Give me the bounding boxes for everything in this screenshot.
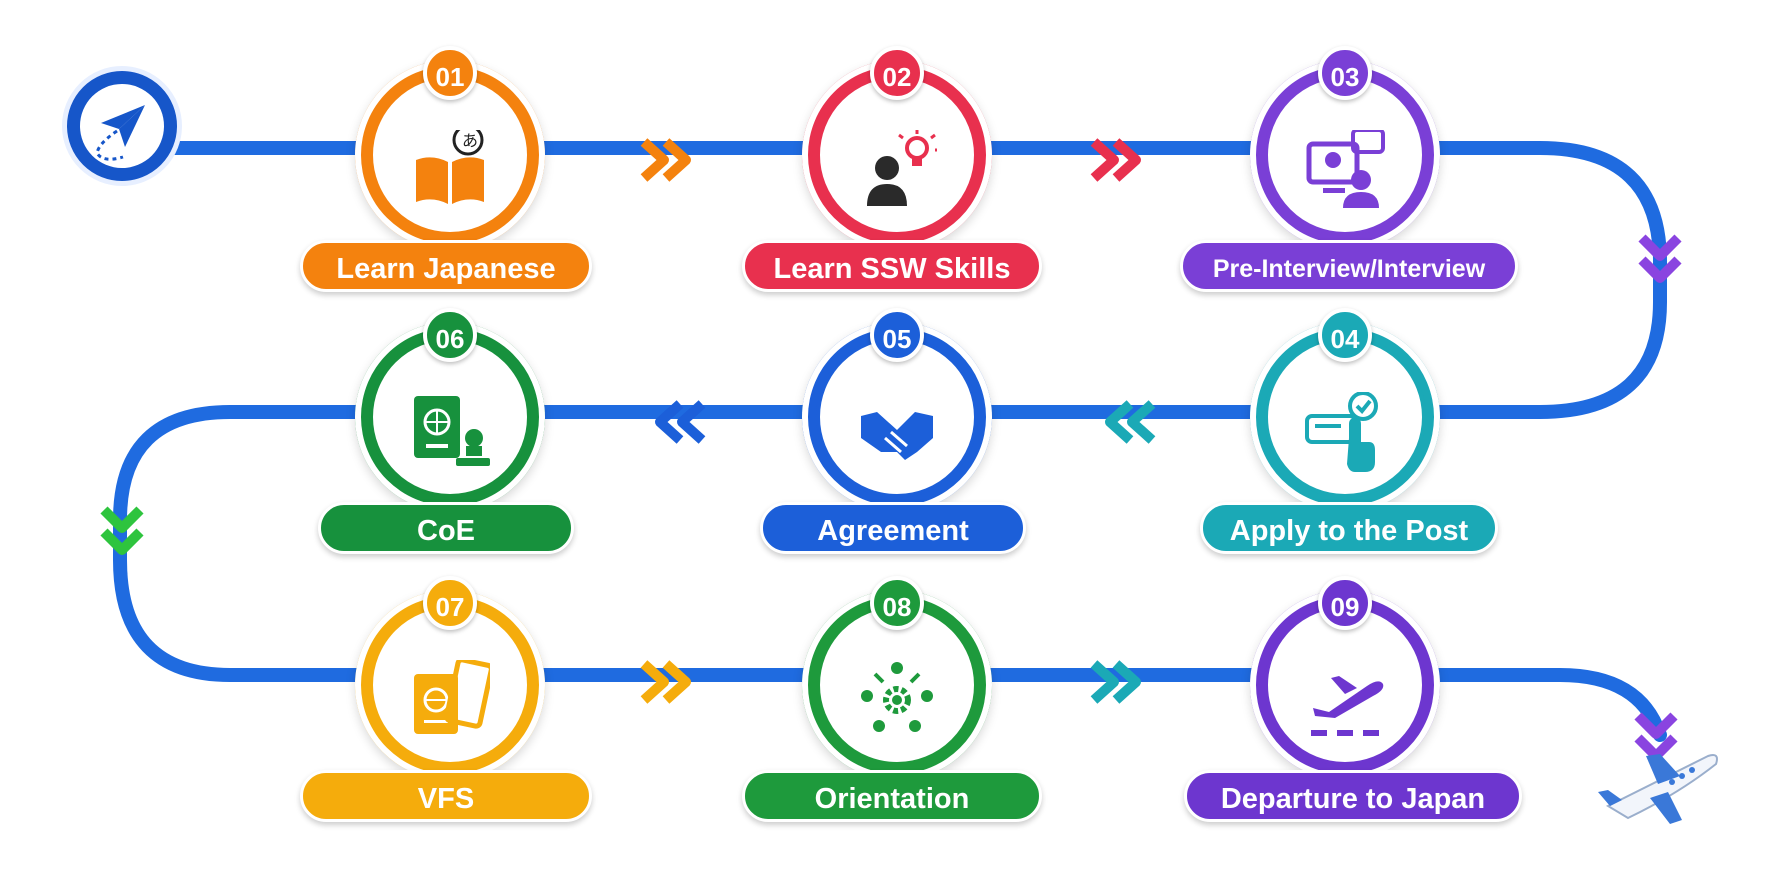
step-circle <box>816 336 978 498</box>
step-circle <box>1264 336 1426 498</box>
step-number-badge: 02 <box>870 46 924 100</box>
svg-text:あ: あ <box>462 131 478 150</box>
passport-ticket-icon <box>410 657 494 740</box>
step-circle <box>816 604 978 766</box>
passport-stamp-icon <box>410 392 490 472</box>
step-node-5: 05 <box>782 308 1002 512</box>
plane-departure-icon <box>1305 660 1385 740</box>
step-label-pill: Agreement <box>760 502 1026 554</box>
chevron-right-icon <box>640 138 691 182</box>
step-node-9: 09 <box>1230 576 1450 780</box>
step-node-8: 08 <box>782 576 1002 780</box>
step-label-pill: VFS <box>300 770 592 822</box>
step-label-pill: Orientation <box>742 770 1042 822</box>
step-node-4: 04 <box>1230 308 1450 512</box>
step-number-badge: 03 <box>1318 46 1372 100</box>
step-circle <box>369 74 531 236</box>
chevron-right-icon <box>640 660 691 704</box>
person-lightbulb-icon <box>857 130 939 210</box>
chevron-right-icon <box>1090 660 1141 704</box>
chevron-down-icon <box>100 506 144 555</box>
handshake-icon <box>857 392 937 472</box>
chevron-right-icon <box>1090 138 1141 182</box>
step-number-badge: 05 <box>870 308 924 362</box>
team-gear-icon <box>857 660 937 740</box>
step-node-7: 07 <box>335 576 555 780</box>
paper-plane-icon <box>62 66 182 186</box>
step-node-1: あ 01 <box>335 46 555 250</box>
step-circle <box>1264 74 1426 236</box>
step-label-pill: Apply to the Post <box>1200 502 1498 554</box>
step-circle <box>816 74 978 236</box>
step-label-pill: Learn Japanese <box>300 240 592 292</box>
chevron-down-icon <box>1638 234 1682 283</box>
video-interview-icon <box>1305 128 1385 210</box>
apply-click-icon <box>1305 391 1385 472</box>
step-number-badge: 04 <box>1318 308 1372 362</box>
step-node-3: 03 <box>1230 46 1450 250</box>
step-label-pill: Pre-Interview/Interview <box>1180 240 1518 292</box>
chevron-left-icon <box>1105 400 1156 444</box>
step-number-badge: 08 <box>870 576 924 630</box>
step-label-pill: Departure to Japan <box>1184 770 1522 822</box>
step-number-badge: 09 <box>1318 576 1372 630</box>
step-label-pill: Learn SSW Skills <box>742 240 1042 292</box>
step-number-badge: 07 <box>423 576 477 630</box>
step-node-2: 02 <box>782 46 1002 250</box>
step-number-badge: 01 <box>423 46 477 100</box>
book-speech-icon: あ <box>410 124 490 210</box>
step-number-badge: 06 <box>423 308 477 362</box>
chevron-left-icon <box>655 400 706 444</box>
airplane-icon <box>1588 736 1728 836</box>
step-label-pill: CoE <box>318 502 574 554</box>
step-node-6: 06 <box>335 308 555 512</box>
